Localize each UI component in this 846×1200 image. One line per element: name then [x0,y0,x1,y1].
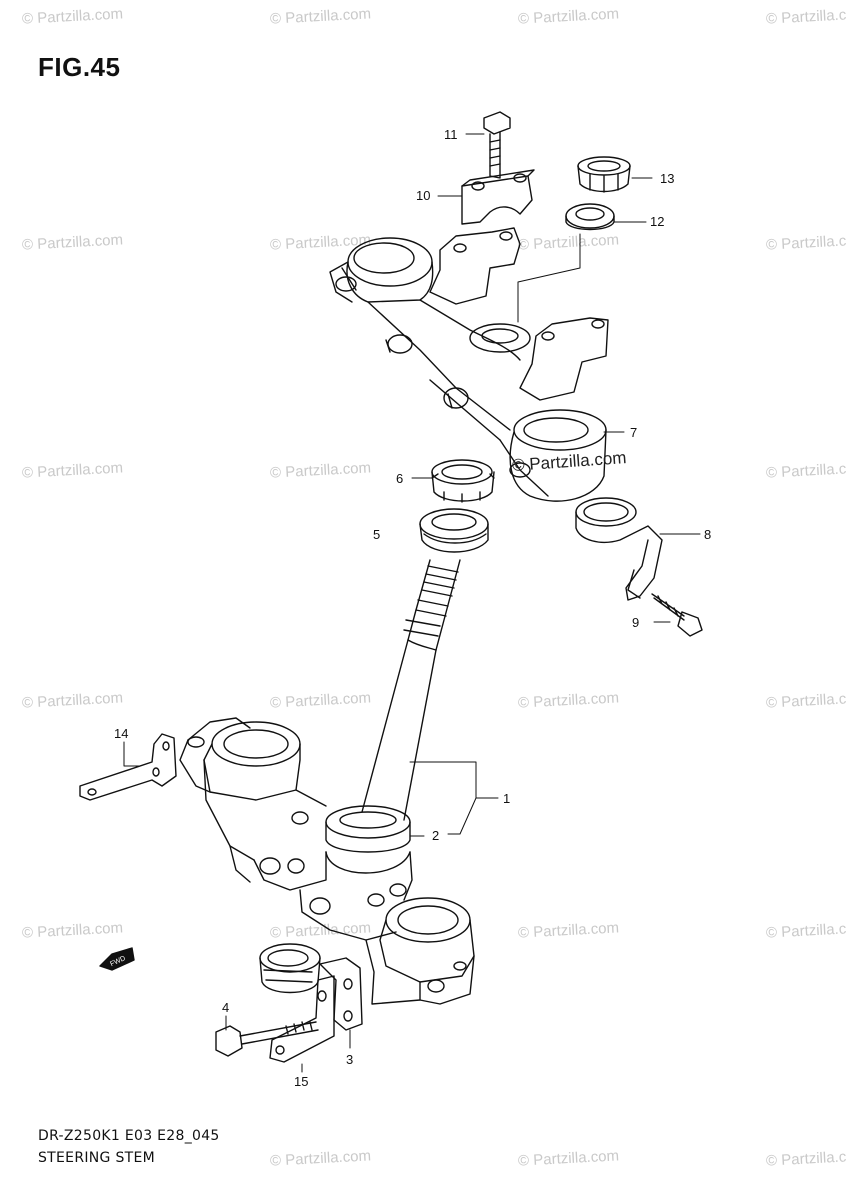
part-5-bearing [419,508,489,553]
callout-13: 13 [660,171,674,186]
callout-10: 10 [416,188,430,203]
callout-4: 4 [222,1000,229,1015]
part-13-nut [577,156,631,193]
callout-5: 5 [373,527,380,542]
part-11-bolt [483,111,511,179]
model-code: DR-Z250K1 E03 E28_045 [38,1128,220,1144]
part-10-upper-holder [461,169,535,225]
part-14-bracket [79,733,177,801]
part-1-lower-bracket [179,717,475,1005]
leader-lines [123,133,701,1073]
callout-7: 7 [630,425,637,440]
fwd-arrow-icon [99,947,135,971]
callout-9: 9 [632,615,639,630]
part-7-upper-bracket [329,227,609,502]
callout-11: 11 [444,127,458,142]
callout-6: 6 [396,471,403,486]
callout-14: 14 [114,726,128,741]
callout-15: 15 [294,1074,308,1089]
steering-stem-shaft [361,559,461,821]
part-6-stem-nut [431,459,495,503]
figure-title: FIG.45 [38,52,121,82]
part-15-plate [269,975,335,1063]
callout-8: 8 [704,527,711,542]
part-2-lower-bearing [325,805,411,853]
diagram-name: STEERING STEM [38,1150,156,1166]
callout-12: 12 [650,214,664,229]
part-4-bolt [215,1021,319,1057]
callout-1: 1 [503,791,510,806]
callout-3: 3 [346,1052,353,1067]
part-9-bolt [651,593,703,637]
part-8-cable-guide [575,497,663,601]
callout-2: 2 [432,828,439,843]
part-3-bracket [319,957,363,1031]
part-12-washer [565,203,615,231]
